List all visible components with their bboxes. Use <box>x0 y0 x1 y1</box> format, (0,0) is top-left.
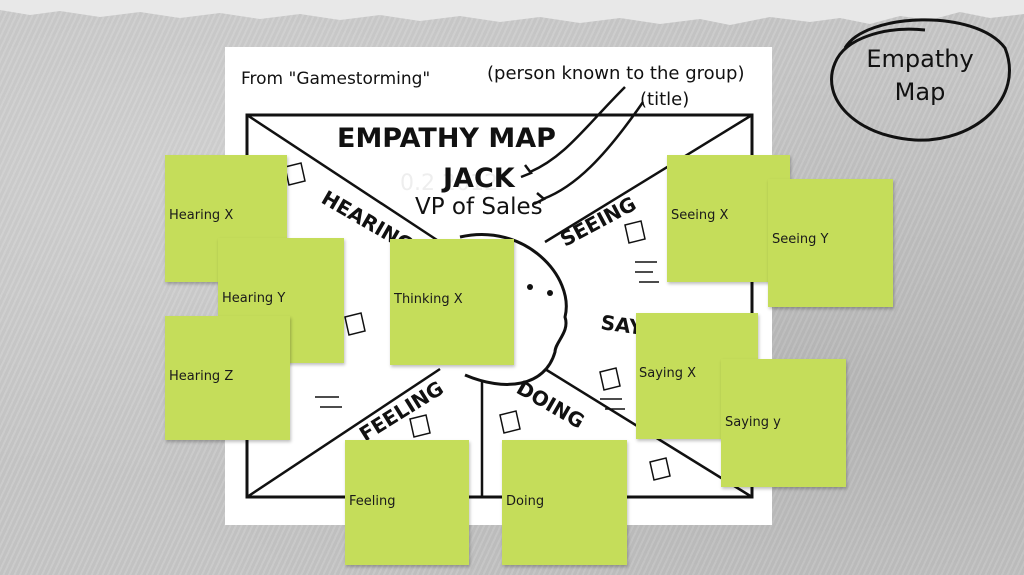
sticky-label: Hearing Z <box>169 369 234 384</box>
sticky-saying-y[interactable]: Saying y <box>721 359 846 487</box>
source-note: From "Gamestorming" <box>241 69 430 89</box>
quadrant-feeling: FEELING <box>355 376 448 446</box>
sticky-label: Doing <box>506 494 545 509</box>
map-heading: EMPATHY MAP <box>337 123 556 154</box>
sticky-feeling[interactable]: Feeling <box>345 440 469 565</box>
empathy-map-title: Empathy Map <box>825 8 1015 148</box>
quadrant-seeing: SEEING <box>556 192 640 252</box>
title-line-2: Map <box>894 78 946 106</box>
sticky-label: Thinking X <box>394 292 463 307</box>
title-note: (title) <box>640 89 689 110</box>
quadrant-doing: DOING <box>513 376 589 434</box>
person-title: VP of Sales <box>415 194 543 220</box>
sticky-label: Hearing X <box>169 208 234 223</box>
sticky-label: Feeling <box>349 494 396 509</box>
sticky-label: Saying X <box>639 366 697 381</box>
sticky-label: Hearing Y <box>222 291 286 306</box>
torn-paper-edge <box>0 0 1024 25</box>
sticky-label: Seeing X <box>671 208 729 223</box>
title-line-1: Empathy <box>866 45 974 73</box>
sticky-doing[interactable]: Doing <box>502 440 627 565</box>
sticky-label: Seeing Y <box>772 232 829 247</box>
sticky-label: Saying y <box>725 415 781 430</box>
faded-watermark: 0.2 2012 <box>400 171 498 196</box>
person-name: JACK <box>441 163 516 194</box>
sticky-thinking-x[interactable]: Thinking X <box>390 239 514 365</box>
person-note: (person known to the group) <box>487 63 745 84</box>
sticky-seeing-y[interactable]: Seeing Y <box>768 179 893 307</box>
sticky-hearing-z[interactable]: Hearing Z <box>165 316 290 440</box>
